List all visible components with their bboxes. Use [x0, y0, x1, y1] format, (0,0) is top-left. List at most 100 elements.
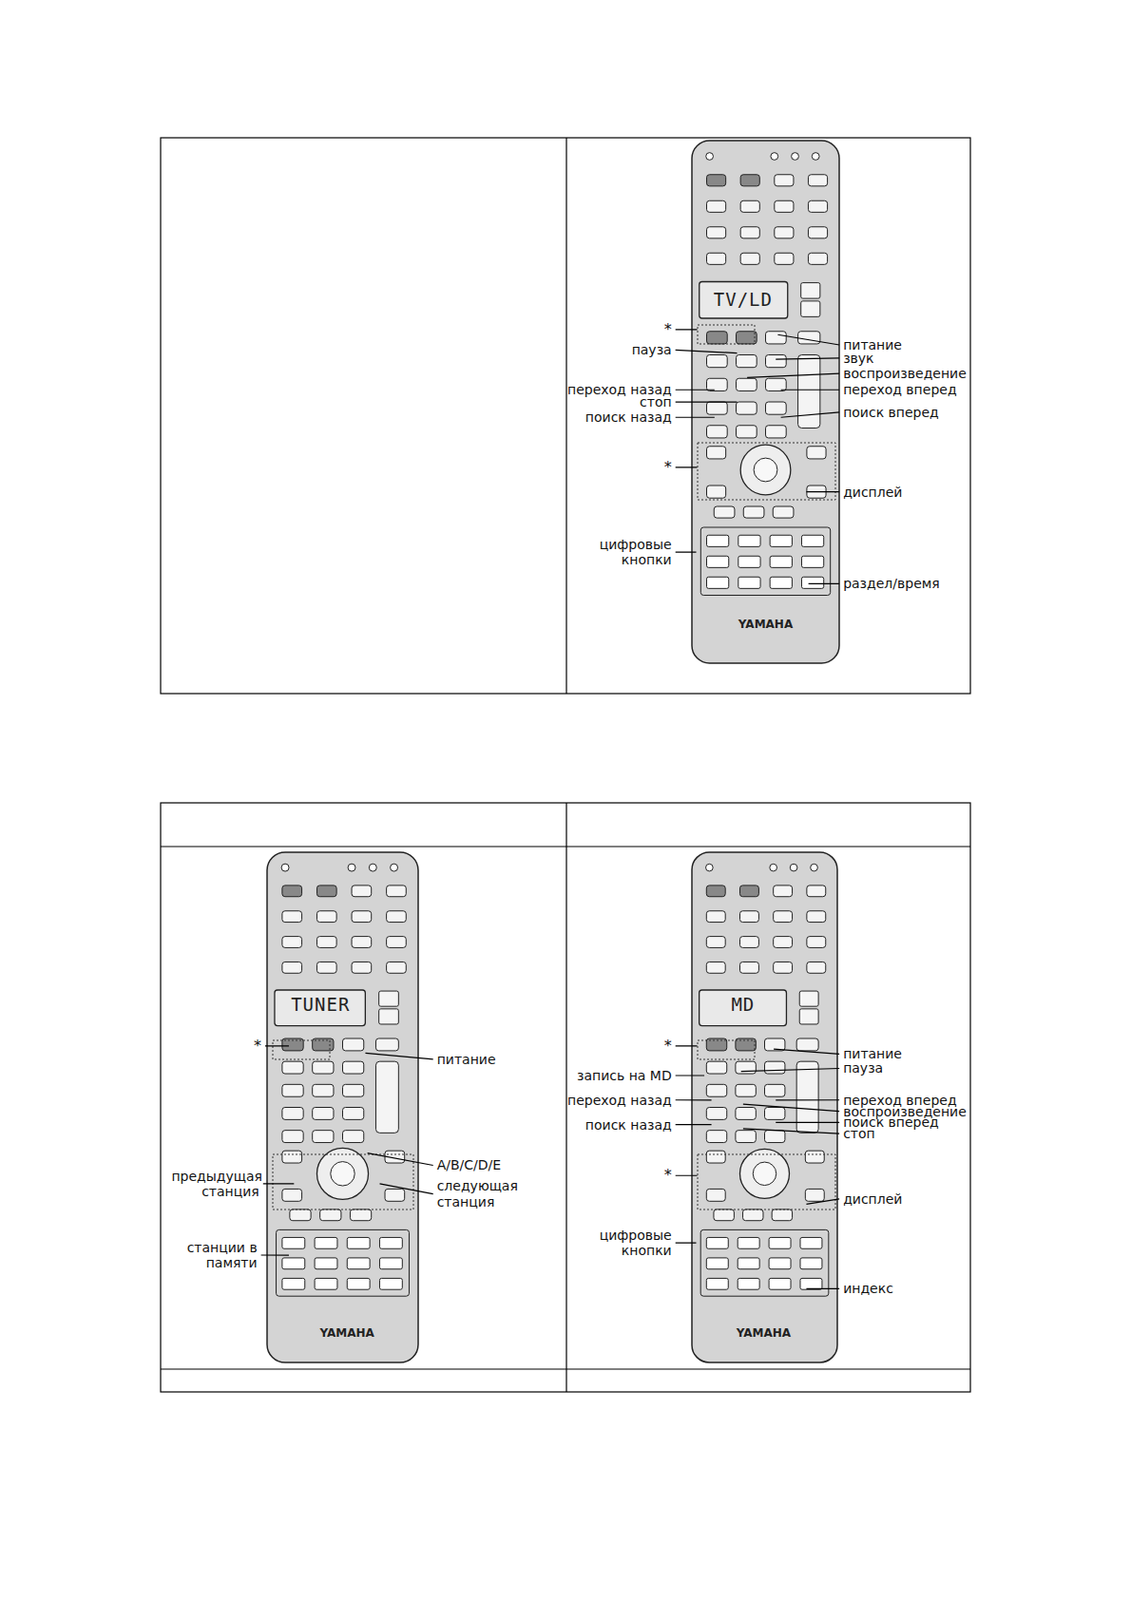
callout-label: питание — [843, 1046, 902, 1062]
remote-button — [774, 252, 794, 265]
remote-led — [347, 863, 356, 872]
remote-button — [766, 355, 787, 368]
brand-logo: YAMAHA — [319, 1327, 374, 1342]
keypad-button — [282, 1258, 306, 1270]
leader-line — [775, 1122, 840, 1124]
cursor-center — [752, 1162, 776, 1186]
remote-button — [774, 227, 794, 239]
remote-button — [735, 1108, 756, 1121]
callout-label: цифровые кнопки — [597, 1227, 671, 1259]
remote-button — [316, 937, 337, 949]
leader-line — [380, 1184, 434, 1195]
leader-line — [675, 466, 698, 468]
remote-button — [801, 283, 821, 300]
remote-button — [766, 331, 787, 345]
callout-label: поиск назад — [585, 409, 672, 425]
keypad-button — [738, 535, 761, 547]
leader-line — [747, 373, 840, 378]
keypad-button — [707, 535, 729, 547]
remote-button — [706, 961, 726, 974]
leader-line — [775, 1099, 840, 1101]
leader-line — [805, 491, 840, 493]
keypad-button — [737, 1278, 760, 1290]
callout-label: переход вперед — [843, 382, 957, 398]
remote-button — [282, 937, 303, 949]
remote-button — [386, 911, 407, 923]
remote-button — [379, 991, 400, 1007]
callout-label: пауза — [843, 1060, 883, 1076]
remote-button — [707, 378, 729, 391]
leader-line — [675, 1243, 697, 1245]
remote-button — [351, 961, 372, 974]
remote-led — [811, 153, 820, 161]
callout-label: воспроизведение — [843, 365, 967, 382]
brand-logo: YAMAHA — [738, 618, 793, 633]
display-text: MD — [730, 995, 755, 1016]
remote-button — [351, 885, 372, 898]
leader-line — [675, 1175, 698, 1177]
remote-button — [807, 252, 827, 265]
callout-label: питание — [437, 1052, 497, 1068]
dotted-zone — [697, 1040, 755, 1060]
keypad-button — [769, 555, 792, 568]
remote-button — [289, 1209, 311, 1222]
remote-led — [810, 863, 819, 872]
remote-button — [312, 1108, 334, 1121]
remote-button — [736, 331, 758, 345]
asterisk-mark: * — [664, 459, 672, 477]
remote-button — [707, 252, 727, 265]
remote-button — [765, 1131, 786, 1144]
remote-button — [312, 1061, 334, 1074]
remote-button — [807, 174, 827, 187]
volume-rocker — [798, 355, 821, 429]
keypad-button — [314, 1237, 338, 1249]
remote-button — [798, 331, 821, 345]
leader-line — [773, 1049, 840, 1055]
remote-button — [282, 1131, 304, 1144]
callout-label: предыдущая станция — [171, 1169, 259, 1200]
remote-display — [699, 282, 788, 320]
remote-button — [743, 1209, 764, 1222]
keypad-button — [769, 576, 792, 589]
remote-button — [773, 911, 793, 923]
remote-button — [706, 885, 726, 898]
leader-line — [777, 334, 840, 346]
dotted-zone — [697, 325, 755, 345]
callout-label: A/B/C/D/E — [437, 1157, 501, 1173]
display-text: TV/LD — [713, 289, 773, 311]
asterisk-mark: * — [253, 1037, 262, 1055]
remote-button — [320, 1209, 342, 1222]
remote-button — [386, 885, 407, 898]
remote-button — [343, 1108, 365, 1121]
remote-button — [773, 885, 793, 898]
remote-button — [282, 1188, 303, 1202]
remote-body — [267, 852, 419, 1363]
remote-button — [806, 911, 826, 923]
callout-label: поиск назад — [585, 1117, 672, 1133]
remote-illustrations — [267, 140, 840, 1363]
remote-button — [384, 1188, 405, 1202]
table-border — [160, 137, 971, 694]
keypad-button — [706, 1237, 729, 1249]
leader-line — [675, 1124, 712, 1126]
remote-button — [774, 174, 794, 187]
remote-button — [282, 961, 303, 974]
keypad-button — [800, 1237, 823, 1249]
callout-label: станции в памяти — [175, 1240, 258, 1271]
remote-button — [740, 252, 760, 265]
callout-label: следующая станция — [437, 1178, 525, 1209]
brand-logo: YAMAHA — [736, 1327, 791, 1342]
remote-button — [736, 402, 758, 415]
cursor-center — [753, 458, 778, 482]
keypad-button — [800, 1278, 823, 1290]
callout-label: переход назад — [567, 1092, 672, 1109]
leader-line — [261, 1254, 289, 1256]
display-text: TUNER — [290, 995, 350, 1016]
keypad-button — [707, 555, 729, 568]
remote-button — [282, 1108, 304, 1121]
leader-line — [775, 358, 840, 360]
callout-label: раздел/время — [843, 575, 940, 592]
keypad-button — [738, 576, 761, 589]
remote-button — [735, 1038, 756, 1052]
remote-button — [282, 1150, 303, 1164]
